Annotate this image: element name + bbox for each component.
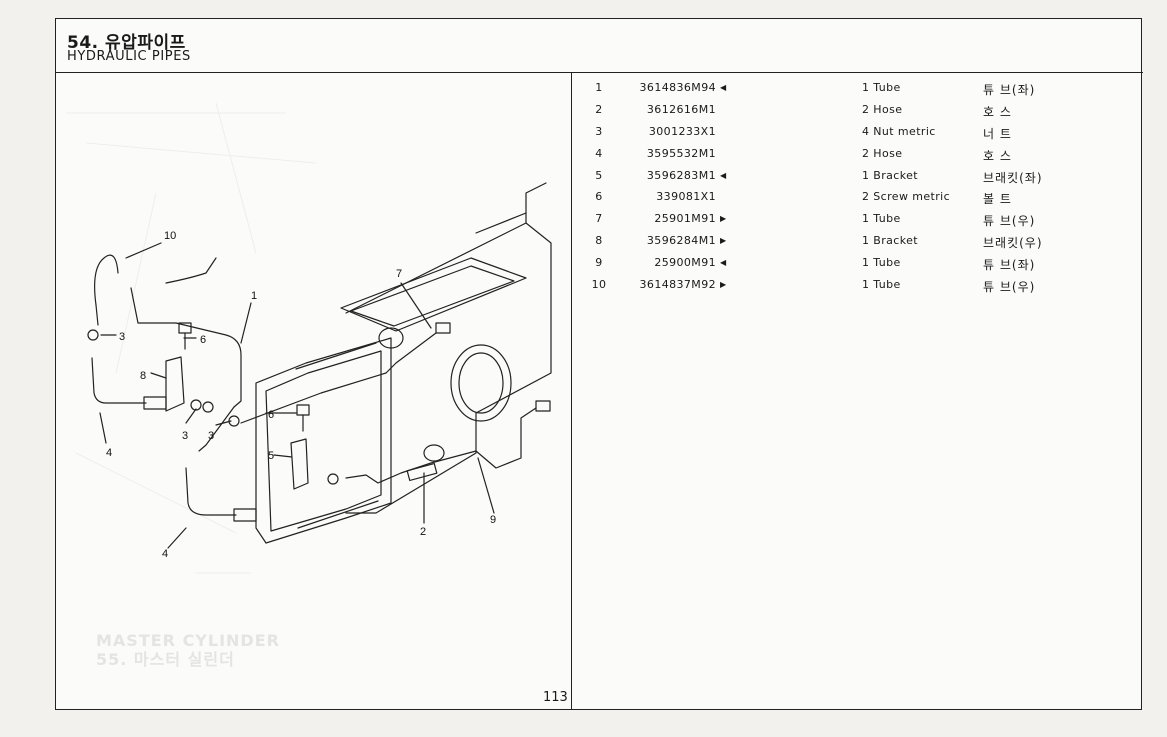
part-description: 1 Tube [862,81,901,94]
parts-row: 3 3001233X1 4 Nut metric 너 트 [579,121,1139,143]
part-description: 1 Tube [862,212,901,226]
parts-row: 1 3614836M94 ◀ 1 Tube 튜 브(좌) [579,77,1139,99]
part-description: 2 Hose [862,102,903,116]
column-divider [571,73,572,710]
parts-list: 1 3614836M94 ◀ 1 Tube 튜 브(좌) 2 3612616M1 2 Hose… [579,77,1139,296]
ghost-title-en: MASTER CYLINDER [96,631,280,650]
korean-name: 튜 브(좌) [983,258,1036,273]
parts-row: 6 339081X1 2 Screw metric 볼 트 [579,186,1139,208]
korean-name: 너 트 [983,126,1012,141]
ref-number: 4 [595,146,603,160]
side-marker: ▶ [720,280,727,290]
parts-row: 10 3614837M92 ▶ 1 Tube 튜 브(우) [579,274,1139,296]
ref-number: 5 [595,168,603,182]
bleed-through-text: MASTER CYLINDER 55. 마스터 실린더 [96,631,280,669]
callout-5: 5 [268,450,274,462]
parts-row: 8 3596284M1 ▶ 1 Bracket 브래킷(우) [579,230,1139,252]
callout-3: 3 [119,331,125,343]
ref-number: 10 [591,278,607,292]
ref-number: 2 [595,102,603,116]
ref-number: 8 [595,234,603,248]
parts-row: 5 3596283M1 ◀ 1 Bracket 브래킷(좌) [579,165,1139,187]
callout-3c: 3 [208,430,214,442]
section-subtitle: HYDRAULIC PIPES [67,49,191,64]
ref-number: 1 [595,81,603,94]
callout-2: 2 [420,526,426,538]
part-number: 3596283M1 [646,168,716,182]
callout-4b: 4 [162,548,168,560]
korean-name: 호 스 [983,148,1012,163]
callout-6b: 6 [268,409,274,421]
callout-1: 1 [251,290,257,302]
part-description: 2 Hose [862,146,903,160]
side-marker: ▶ [720,214,727,224]
parts-row: 2 3612616M1 2 Hose 호 스 [579,99,1139,121]
page-number: 113 [543,690,568,705]
korean-name: 호 스 [983,104,1012,119]
ref-number: 3 [595,124,603,138]
ref-number: 9 [595,256,603,270]
catalog-page: 54. 유압파이프 HYDRAULIC PIPES [55,18,1143,710]
korean-name: 볼 트 [983,192,1012,207]
part-description: 4 Nut metric [862,124,936,138]
callout-10: 10 [164,230,176,242]
part-number: 3612616M1 [646,102,716,116]
part-number: 3614836M94 [639,81,716,94]
part-description: 1 Tube [862,256,901,270]
korean-name: 튜 브(좌) [983,83,1036,97]
part-description: 1 Tube [862,278,901,292]
part-description: 1 Bracket [862,168,919,182]
ref-number: 6 [595,190,603,204]
parts-row: 9 25900M91 ◀ 1 Tube 튜 브(좌) [579,252,1139,274]
callout-8: 8 [140,370,146,382]
part-description: 1 Bracket [862,234,919,248]
ghost-title-ko: 55. 마스터 실린더 [96,650,235,669]
part-description: 2 Screw metric [862,190,951,204]
parts-row: 4 3595532M1 2 Hose 호 스 [579,143,1139,165]
hydraulic-pipes-drawing: 10 1 3 6 8 3 3 4 7 6 5 2 9 4 [66,102,552,574]
callout-7: 7 [396,268,402,280]
callout-4: 4 [106,447,112,459]
part-number: 3596284M1 [646,234,716,248]
part-number: 25901M91 [654,212,716,226]
korean-name: 브래킷(우) [983,236,1043,251]
side-marker: ◀ [720,258,727,268]
part-number: 339081X1 [656,190,716,204]
parts-row: 7 25901M91 ▶ 1 Tube 튜 브(우) [579,208,1139,230]
page-header: 54. 유압파이프 HYDRAULIC PIPES [56,19,1143,73]
callout-6: 6 [200,334,206,346]
side-marker: ▶ [720,236,727,246]
korean-name: 튜 브(우) [983,280,1036,295]
section-title: 54. 유압파이프 [67,33,186,53]
callout-9: 9 [490,514,496,526]
exploded-diagram: 10 1 3 6 8 3 3 4 7 6 5 2 9 4 [56,73,571,710]
side-marker: ◀ [720,170,727,180]
part-number: 3614837M92 [639,278,716,292]
callout-3b: 3 [182,430,188,442]
part-number: 25900M91 [654,256,716,270]
korean-name: 튜 브(우) [983,214,1036,229]
side-marker: ◀ [720,83,727,92]
part-number: 3595532M1 [646,146,716,160]
part-number: 3001233X1 [648,124,716,138]
ref-number: 7 [595,212,603,226]
korean-name: 브래킷(좌) [983,170,1043,185]
